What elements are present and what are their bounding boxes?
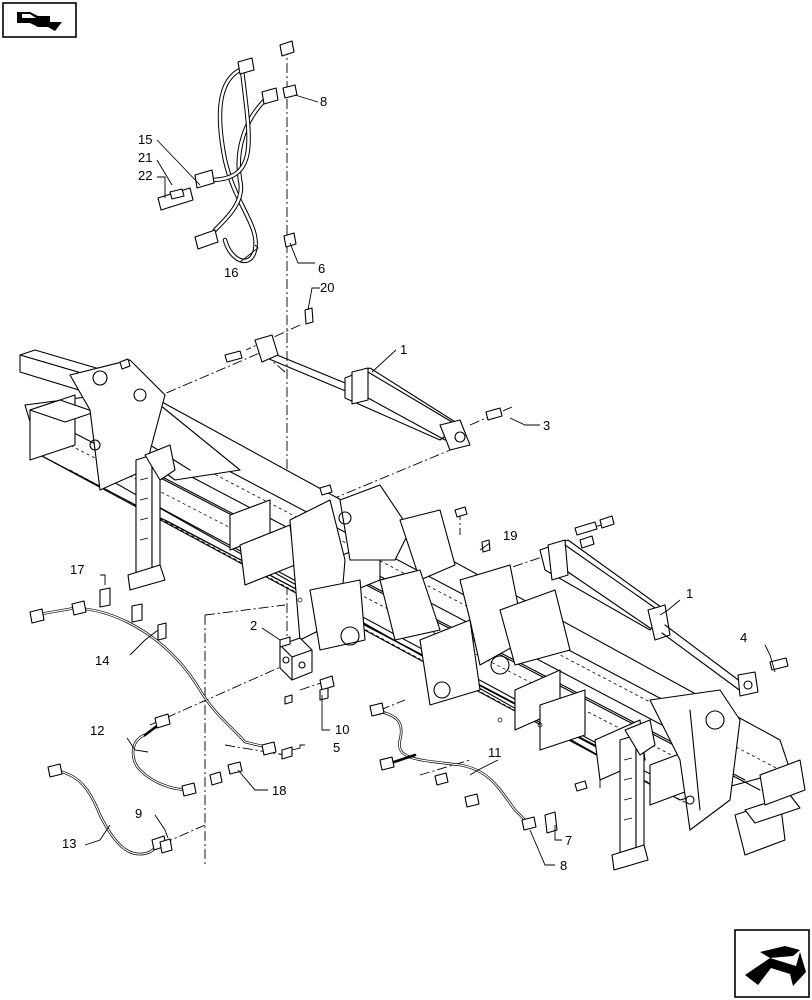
callout-10[interactable]: 10: [335, 722, 349, 737]
callout-15[interactable]: 15: [138, 132, 152, 147]
leader-lines: [84, 94, 776, 866]
callout-6[interactable]: 6: [318, 261, 325, 276]
callout-17[interactable]: 17: [70, 562, 84, 577]
callout-7[interactable]: 7: [565, 833, 572, 848]
hydraulic-cylinder-upper: [224, 334, 503, 451]
callout-9[interactable]: 9: [135, 806, 142, 821]
fasteners: [119, 307, 615, 792]
callout-11[interactable]: 11: [488, 745, 502, 760]
callout-13[interactable]: 13: [62, 836, 76, 851]
callout-8-top[interactable]: 8: [320, 94, 327, 109]
callout-labels: 8 15 21 22 6 16 20 1 3 19 17 1 2 4 14 10…: [62, 94, 747, 873]
callout-14[interactable]: 14: [95, 653, 109, 668]
main-frame-beam: [19, 349, 806, 856]
callout-20[interactable]: 20: [320, 280, 334, 295]
callout-3[interactable]: 3: [543, 418, 550, 433]
callout-12[interactable]: 12: [90, 723, 104, 738]
callout-1-upper[interactable]: 1: [400, 342, 407, 357]
next-page-arrow-icon[interactable]: [734, 929, 810, 998]
callout-5[interactable]: 5: [333, 740, 340, 755]
callout-8-bottom[interactable]: 8: [560, 858, 567, 873]
valve-block: [279, 636, 313, 760]
callout-22[interactable]: 22: [138, 168, 152, 183]
callout-18[interactable]: 18: [272, 783, 286, 798]
callout-19[interactable]: 19: [503, 528, 517, 543]
callout-2[interactable]: 2: [250, 618, 257, 633]
book-arrow-icon[interactable]: [2, 2, 77, 38]
callout-4[interactable]: 4: [740, 630, 747, 645]
upper-hoses: [157, 40, 298, 264]
callout-1-lower[interactable]: 1: [686, 586, 693, 601]
left-jack-stand: [127, 444, 176, 591]
hydraulic-cylinder-lower: [539, 521, 789, 697]
callout-16[interactable]: 16: [224, 265, 238, 280]
callout-21[interactable]: 21: [138, 150, 152, 165]
hydraulic-tubes: [29, 587, 558, 856]
right-jack-stand: [611, 719, 656, 871]
